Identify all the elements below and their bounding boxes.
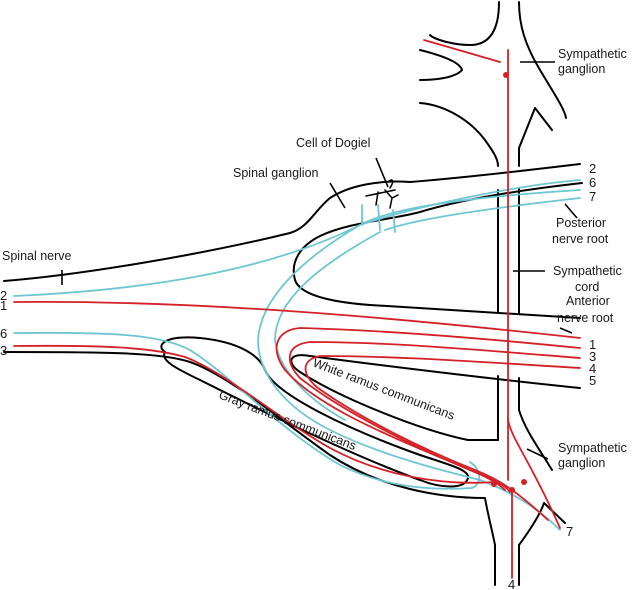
fiber-number: 7 [566,524,573,539]
fiber-number: 3 [0,343,7,358]
fiber-number: 1 [0,298,7,313]
upper-sympathetic-ganglion-outline [419,1,567,167]
fiber-number: 3 [589,349,596,364]
fiber-number: 6 [0,326,7,341]
anterior-root-outline [3,336,581,586]
fiber-number: 4 [589,361,596,376]
synapse-dot [509,487,515,493]
fiber-number: 2 [589,161,596,176]
label-spinal-nerve: Spinal nerve [2,249,72,263]
fiber-number: 7 [589,189,596,204]
synapse-dot [503,72,509,78]
preganglionic-fibers [13,39,581,579]
leader-lines [61,61,578,460]
fiber-number: 6 [589,175,596,190]
cell-of-dogiel [365,179,399,209]
label-anterior-nerve-root: nerve root [557,311,614,325]
sensory-fibers [13,179,581,531]
fiber-6 [13,331,481,490]
label-sympathetic-ganglion-bottom: Sympathetic [558,441,627,455]
label-spinal-ganglion: Spinal ganglion [233,166,319,180]
sympathetic-cord-outline [497,187,553,471]
label-posterior-nerve-root: Posterior [556,216,606,230]
label-posterior-nerve-root: nerve root [552,232,609,246]
fiber-number: 5 [589,373,596,388]
synapse-dot [491,481,497,487]
fiber-3 [13,344,496,484]
fiber-number: 4 [508,577,515,590]
fiber-number: 1 [589,337,596,352]
fiber-6-posterior [361,189,581,225]
fiber-number: 2 [0,288,7,303]
label-anterior-nerve-root: Anterior [566,294,610,308]
label-sympathetic-ganglion-top: Sympathetic [558,47,627,61]
fiber-7-posterior [384,197,581,231]
synapse-dot [521,479,527,485]
label-sympathetic-cord: cord [575,280,599,294]
fiber-1 [13,300,581,339]
label-sympathetic-ganglion-top: ganglion [558,62,605,76]
label-sympathetic-ganglion-bottom: ganglion [558,456,605,470]
label-cell-of-dogiel: Cell of Dogiel [296,136,370,150]
label-sympathetic-cord: Sympathetic [553,264,622,278]
